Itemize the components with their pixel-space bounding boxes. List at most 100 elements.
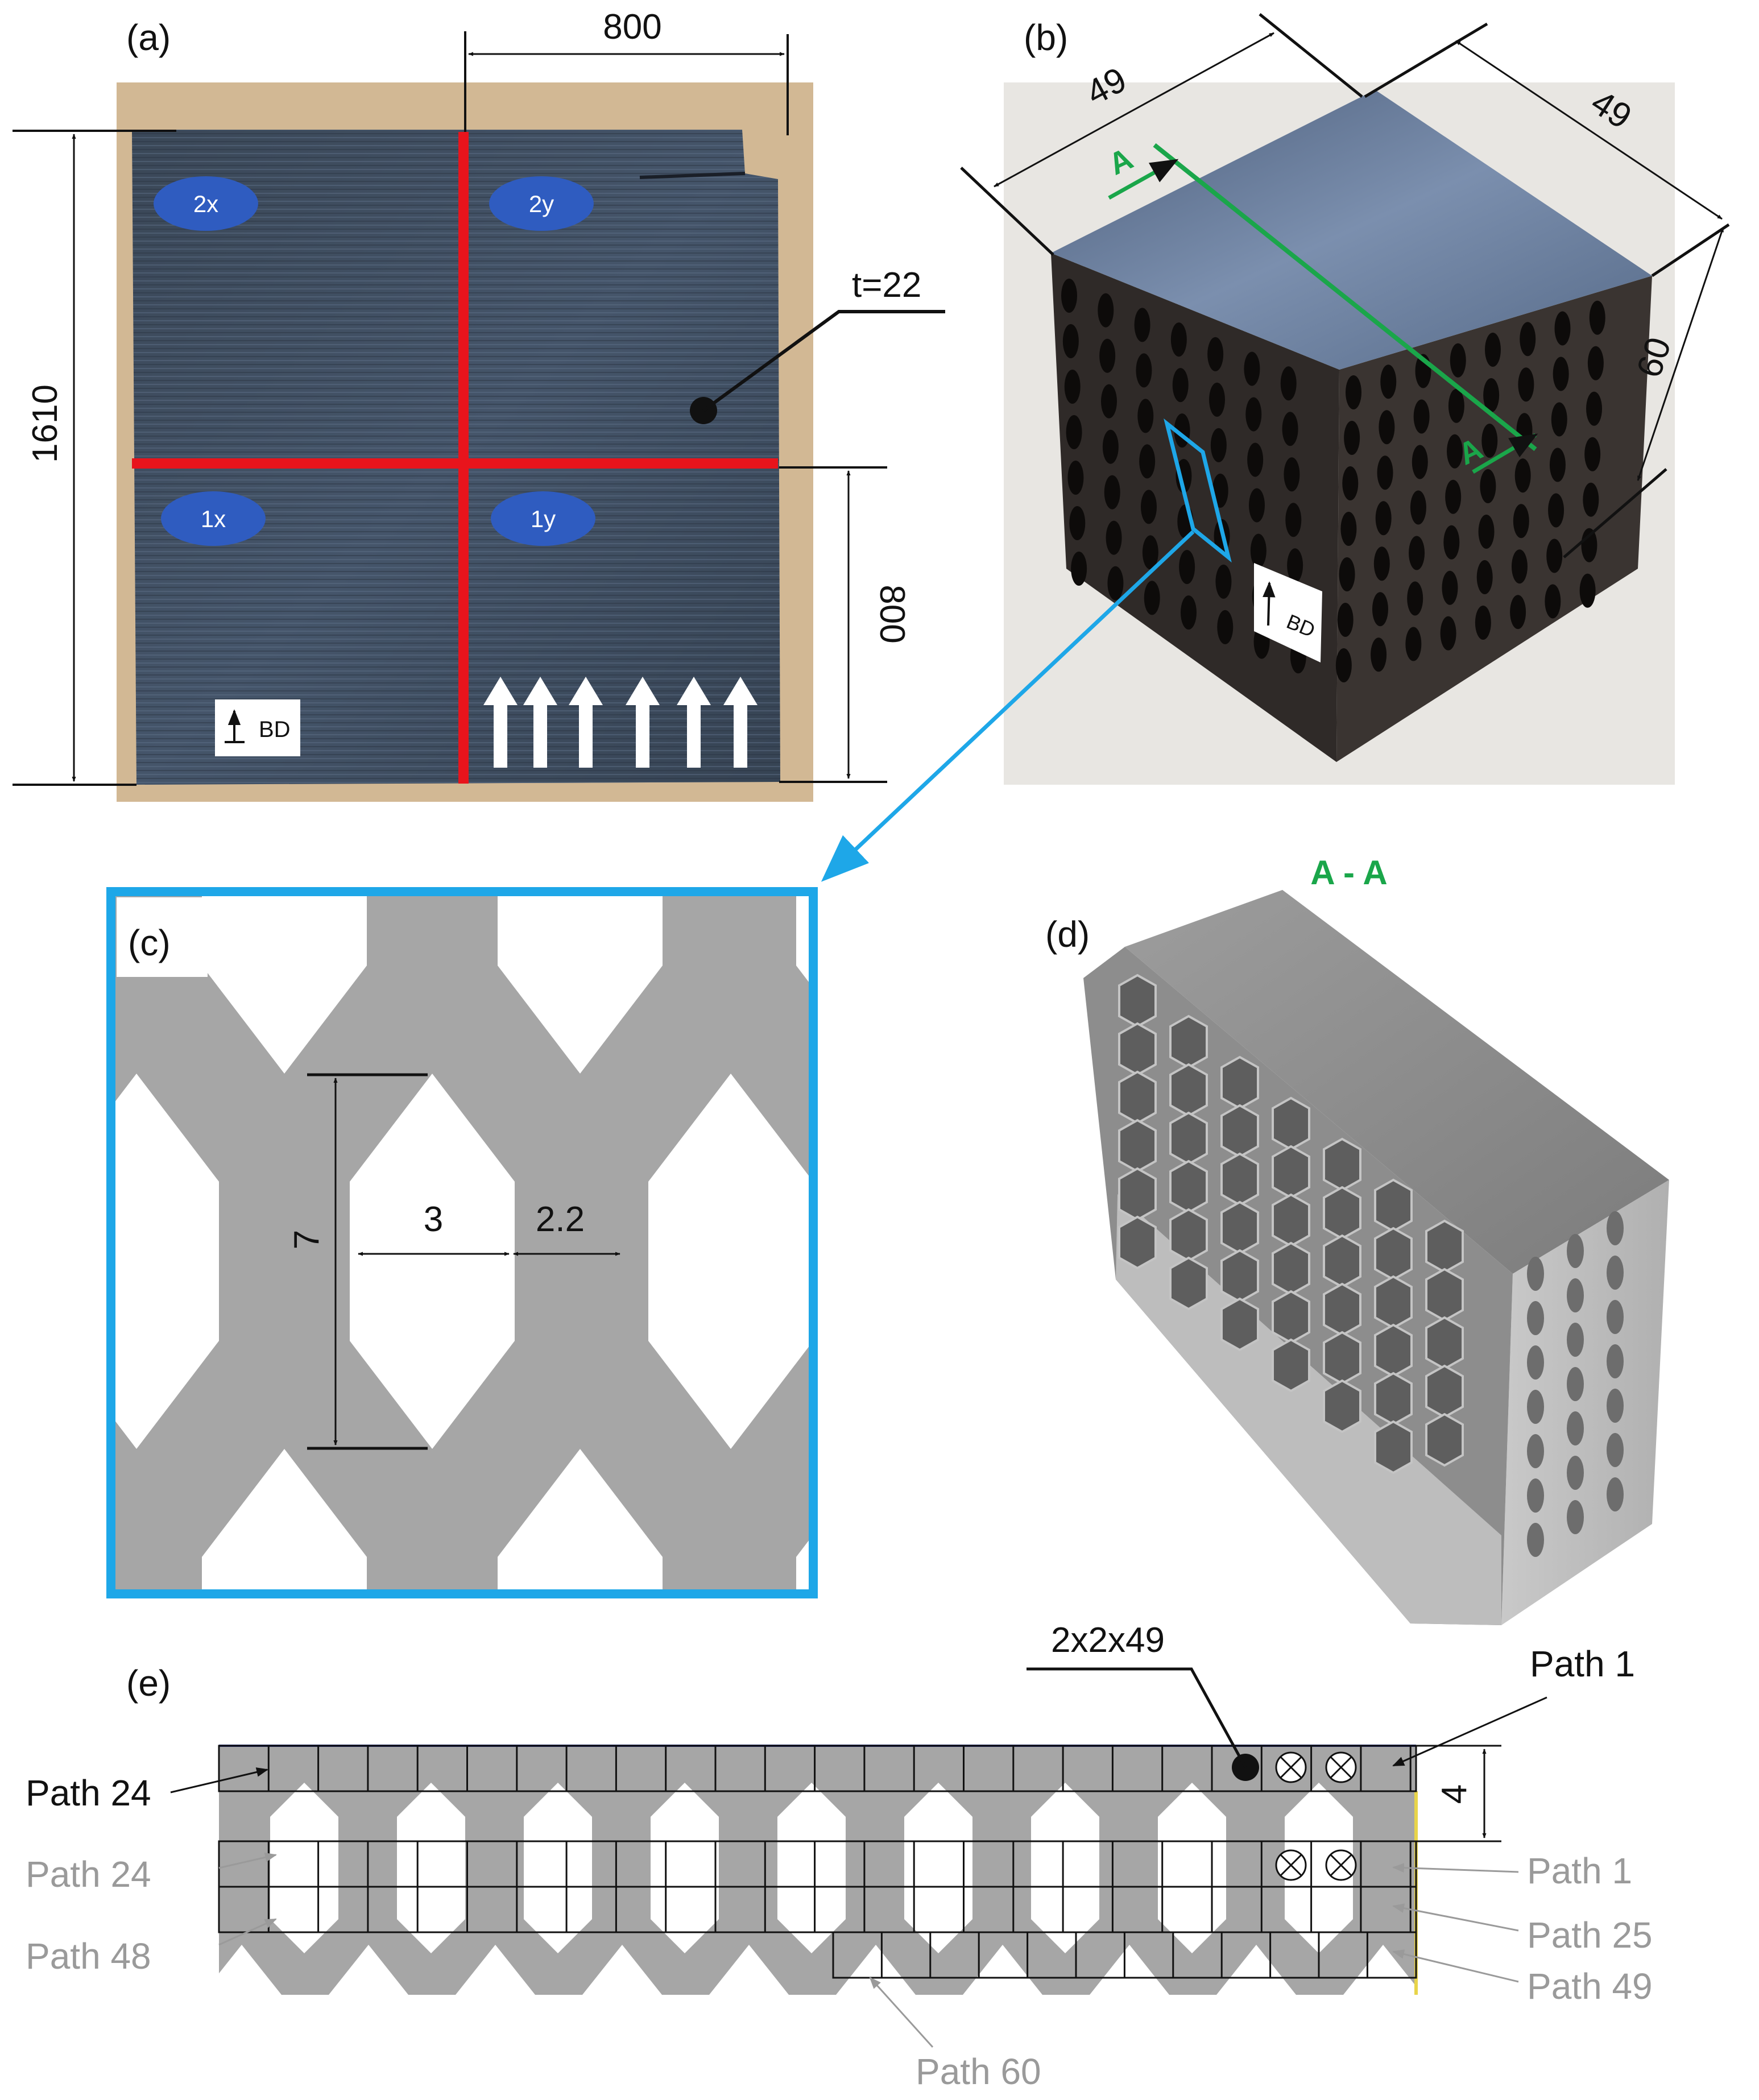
cube-hole: [1586, 391, 1603, 426]
dim-label-2-2: 2.2: [536, 1200, 585, 1239]
section-cell: [1323, 1186, 1361, 1240]
cube-hole: [1583, 482, 1599, 517]
section-cell: [1118, 1167, 1157, 1221]
cube-hole: [1589, 300, 1605, 335]
cube-hole: [1207, 337, 1224, 371]
cube-hole: [1445, 479, 1462, 514]
section-cell: [1118, 1215, 1157, 1270]
cube-hole: [1144, 581, 1160, 615]
cube-hole: [1287, 548, 1303, 583]
svg-text:1x: 1x: [201, 506, 226, 532]
path-markers: [1275, 1751, 1357, 1881]
build-direction-badge-b: BD: [1254, 563, 1322, 662]
cube-hole: [1141, 490, 1157, 524]
strip-cell: [1285, 1783, 1353, 1953]
strip-cell: [270, 1783, 338, 1953]
cube-hole: [1377, 455, 1393, 490]
cube-hole: [1514, 458, 1531, 493]
cube-hole: [1280, 366, 1297, 401]
section-cell: [1272, 1338, 1310, 1393]
cube-hole: [1284, 457, 1300, 492]
section-cell: [1169, 1159, 1208, 1214]
section-cell: [1220, 1297, 1259, 1352]
dim-label-7: 7: [287, 1230, 326, 1249]
cube-hole: [1170, 322, 1187, 357]
path-label-grey-right-3: Path 49: [1527, 1966, 1653, 2007]
section-hole: [1567, 1456, 1584, 1490]
cube-hole: [1346, 375, 1361, 409]
specimen-1x: 1x: [161, 491, 266, 546]
strip-cell: [1158, 1783, 1226, 1953]
strip-cell: [651, 1783, 719, 1953]
path-label-top-left: Path 24: [26, 1772, 151, 1813]
cube-hole: [1335, 648, 1352, 682]
cube-hole: [1342, 466, 1359, 500]
cube-hole: [1545, 584, 1561, 619]
section-top-face: [1125, 890, 1669, 1274]
cube-hole: [1481, 424, 1498, 458]
section-cell: [1374, 1178, 1413, 1233]
cube-hole: [1099, 338, 1116, 373]
strip-notch: [329, 1945, 408, 1995]
section-cells: [1118, 974, 1464, 1474]
path-label-grey-right-2: Path 25: [1527, 1915, 1653, 1956]
cube-hole: [1553, 357, 1569, 391]
cube-hole: [1217, 610, 1234, 644]
dim-label-800-top: 800: [603, 7, 661, 47]
dim-line-49-right: [1455, 40, 1723, 220]
cube-hole: [1179, 550, 1195, 585]
section-hole: [1607, 1389, 1624, 1423]
section-cell: [1323, 1379, 1361, 1434]
section-hole: [1567, 1278, 1584, 1312]
strip-cell: [397, 1783, 465, 1953]
cube-hole: [1409, 536, 1425, 570]
dim-line-60: [1637, 227, 1724, 481]
section-hole: [1527, 1478, 1544, 1513]
cube-hole: [1407, 581, 1423, 616]
cube-hole: [1337, 603, 1354, 637]
cube-hole: [1106, 520, 1122, 555]
cube-hole: [1071, 552, 1087, 586]
section-cell: [1118, 974, 1157, 1028]
section-cell: [1272, 1096, 1310, 1151]
cube-hole: [1247, 442, 1264, 477]
dim-label-1610: 1610: [26, 384, 65, 463]
cube-hole: [1101, 384, 1117, 419]
strip-notch: [456, 1945, 535, 1995]
cube-hole: [1340, 512, 1357, 546]
section-cell: [1323, 1137, 1361, 1192]
strip-notch: [219, 1945, 282, 1995]
cube-hole: [1475, 606, 1491, 640]
lattice-cell: [0, 1449, 71, 1824]
cube-hole: [1245, 397, 1262, 432]
panel-e: (e) 2x2x49 4 Path 1 Path 24 Pat: [26, 1621, 1653, 2092]
cube-hole: [1064, 370, 1081, 404]
cube-hole: [1412, 445, 1428, 479]
strip-notch: [582, 1945, 662, 1995]
cube-hole: [1372, 592, 1388, 627]
cube-hole: [1142, 535, 1158, 570]
strip-cells: [270, 1783, 1353, 1953]
cube-hole: [1513, 504, 1529, 539]
section-cell: [1374, 1372, 1413, 1426]
section-cell: [1272, 1290, 1310, 1344]
cube-hole: [1104, 475, 1120, 510]
panel-b: A A BD 49 49 60 (b): [960, 13, 1730, 785]
lattice-cell: [0, 698, 71, 1074]
cube-hole: [1061, 279, 1077, 313]
lattice-cell: [350, 1074, 515, 1449]
section-hole: [1527, 1301, 1544, 1335]
path-label-bottom: Path 60: [916, 2051, 1041, 2092]
section-cell: [1374, 1323, 1413, 1378]
section-hole: [1607, 1433, 1624, 1467]
section-cell: [1425, 1268, 1464, 1322]
cube-hole: [1478, 515, 1495, 549]
panel-c: (c) 7 3 2.2: [0, 698, 818, 1824]
strip-grid: [218, 1745, 1417, 1979]
cube-hole: [1549, 448, 1566, 482]
specimen-1y: 1y: [491, 491, 595, 546]
dim-label-3: 3: [424, 1200, 443, 1239]
panel-c-frame: [106, 887, 818, 1598]
cube-hole: [1548, 493, 1565, 528]
cube-top-face: [1051, 90, 1652, 370]
